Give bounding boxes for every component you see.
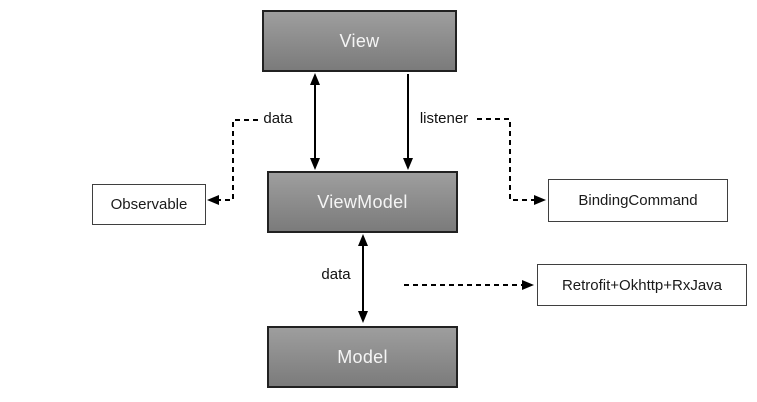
dashed-connector-retrofit xyxy=(404,280,534,290)
node-model: Model xyxy=(267,326,458,388)
edge-label-data-middle: data xyxy=(321,266,351,283)
edge-label-listener: listener xyxy=(419,110,469,127)
node-bindingcommand: BindingCommand xyxy=(548,179,728,222)
node-view-label: View xyxy=(339,30,380,51)
node-observable-label: Observable xyxy=(110,196,188,213)
node-viewmodel: ViewModel xyxy=(267,171,458,233)
dashed-connector-bindingcommand xyxy=(477,118,546,205)
node-retrofit-label: Retrofit+Okhttp+RxJava xyxy=(561,276,723,294)
arrow-view-viewmodel-data xyxy=(310,73,320,170)
node-observable: Observable xyxy=(92,184,206,225)
node-model-label: Model xyxy=(337,346,388,367)
node-retrofit-okhttp-rxjava: Retrofit+Okhttp+RxJava xyxy=(537,264,747,306)
arrow-viewmodel-model-data xyxy=(358,234,368,323)
node-viewmodel-label: ViewModel xyxy=(317,191,408,212)
arrow-view-viewmodel-listener xyxy=(403,74,413,170)
node-view: View xyxy=(262,10,457,72)
edge-label-data-top: data xyxy=(263,110,293,127)
node-bindingcommand-label: BindingCommand xyxy=(578,192,698,209)
dashed-connector-observable xyxy=(207,119,258,205)
